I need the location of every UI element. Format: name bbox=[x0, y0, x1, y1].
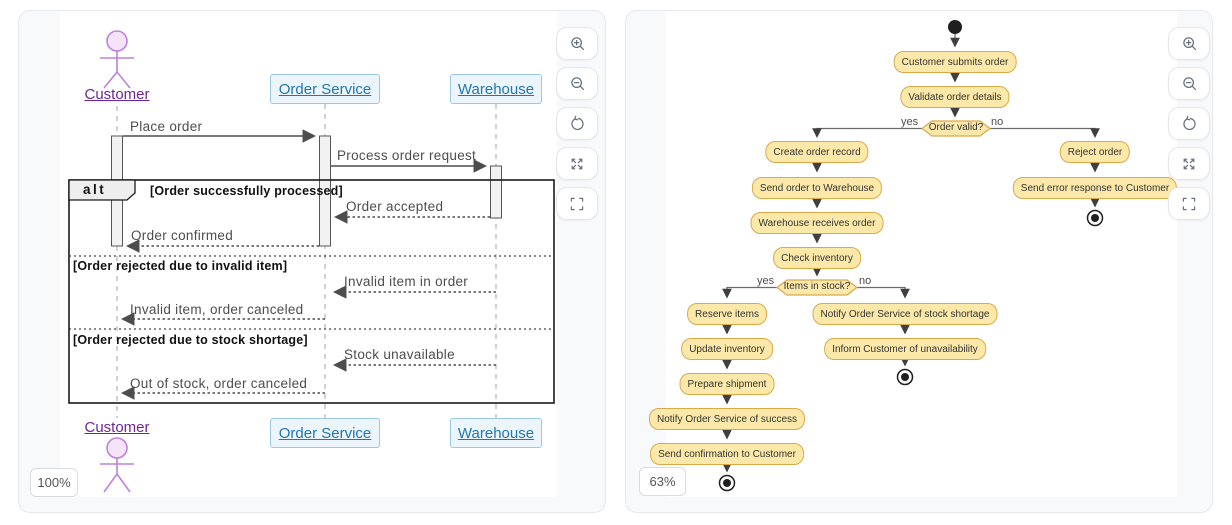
right-zoom-controls bbox=[1168, 27, 1210, 227]
reset-view-icon bbox=[1182, 115, 1196, 131]
left-fit-screen-button[interactable] bbox=[556, 187, 598, 220]
node-reject-order: Reject order bbox=[1059, 141, 1131, 163]
message-invalid-item-in-order: Invalid item in order bbox=[344, 274, 469, 289]
fit-screen-icon bbox=[570, 197, 584, 210]
message-order-confirmed: Order confirmed bbox=[131, 228, 234, 243]
alt-operator-label: alt bbox=[83, 182, 107, 197]
message-invalid-item-order-canceled: Invalid item, order canceled bbox=[130, 302, 304, 317]
node-customer-submits-order: Customer submits order bbox=[893, 51, 1017, 73]
zoom-out-icon bbox=[570, 77, 584, 91]
node-warehouse-receives-order: Warehouse receives order bbox=[750, 212, 884, 234]
left-reset-view-button[interactable] bbox=[556, 107, 598, 140]
right-zoom-out-button[interactable] bbox=[1168, 67, 1210, 100]
left-zoom-level-badge[interactable]: 100% bbox=[30, 468, 78, 497]
message-stock-unavailable: Stock unavailable bbox=[344, 347, 455, 362]
left-zoom-in-button[interactable] bbox=[556, 27, 598, 60]
customer-participant-top: Customer bbox=[84, 86, 150, 103]
left-zoom-out-button[interactable] bbox=[556, 67, 598, 100]
reset-view-icon bbox=[570, 115, 584, 131]
node-send-confirmation-to-customer: Send confirmation to Customer bbox=[650, 443, 804, 465]
node-update-inventory: Update inventory bbox=[681, 338, 773, 360]
node-prepare-shipment: Prepare shipment bbox=[679, 373, 775, 395]
node-notify-order-service-of-stock-shortage: Notify Order Service of stock shortage bbox=[812, 303, 998, 325]
order-service-participant-top: Order Service bbox=[270, 74, 380, 104]
order-valid-no-label: no bbox=[991, 116, 1004, 128]
zoom-in-icon bbox=[1182, 37, 1196, 51]
right-zoom-in-button[interactable] bbox=[1168, 27, 1210, 60]
right-zoom-level-badge[interactable]: 63% bbox=[639, 467, 686, 496]
node-check-inventory: Check inventory bbox=[773, 247, 861, 269]
maximize-icon bbox=[571, 158, 583, 169]
customer-participant-bottom: Customer bbox=[84, 419, 150, 436]
right-maximize-button[interactable] bbox=[1168, 147, 1210, 180]
message-out-of-stock-order-canceled: Out of stock, order canceled bbox=[130, 376, 308, 391]
maximize-icon bbox=[1183, 158, 1195, 169]
right-reset-view-button[interactable] bbox=[1168, 107, 1210, 140]
zoom-out-icon bbox=[1182, 77, 1196, 91]
guard-success: [Order successfully processed] bbox=[150, 184, 343, 198]
guard-invalid-item: [Order rejected due to invalid item] bbox=[73, 259, 288, 273]
items-in-stock-no-label: no bbox=[859, 275, 872, 287]
fit-screen-icon bbox=[1182, 197, 1196, 210]
left-maximize-button[interactable] bbox=[556, 147, 598, 180]
zoom-in-icon bbox=[570, 37, 584, 51]
items-in-stock-yes-label: yes bbox=[757, 275, 775, 287]
node-notify-order-service-of-success: Notify Order Service of success bbox=[648, 408, 806, 430]
warehouse-participant-top: Warehouse bbox=[450, 74, 542, 104]
left-zoom-controls bbox=[556, 27, 598, 227]
node-send-order-to-warehouse: Send order to Warehouse bbox=[751, 177, 883, 199]
warehouse-participant-bottom: Warehouse bbox=[450, 418, 542, 448]
node-reserve-items: Reserve items bbox=[687, 303, 767, 325]
order-valid-yes-label: yes bbox=[901, 116, 919, 128]
guard-stock-shortage: [Order rejected due to stock shortage] bbox=[73, 333, 308, 347]
message-order-accepted: Order accepted bbox=[346, 199, 444, 214]
node-inform-customer-of-unavailability: Inform Customer of unavailability bbox=[824, 338, 986, 360]
decision-items-in-stock: Items in stock? bbox=[783, 281, 851, 292]
decision-order-valid: Order valid? bbox=[928, 122, 984, 133]
message-process-order-request: Process order request bbox=[337, 148, 477, 163]
node-validate-order-details: Validate order details bbox=[900, 86, 1010, 108]
order-service-participant-bottom: Order Service bbox=[270, 418, 380, 448]
message-place-order: Place order bbox=[130, 119, 203, 134]
node-create-order-record: Create order record bbox=[765, 141, 869, 163]
right-fit-screen-button[interactable] bbox=[1168, 187, 1210, 220]
node-send-error-response-to-customer: Send error response to Customer bbox=[1012, 177, 1178, 199]
